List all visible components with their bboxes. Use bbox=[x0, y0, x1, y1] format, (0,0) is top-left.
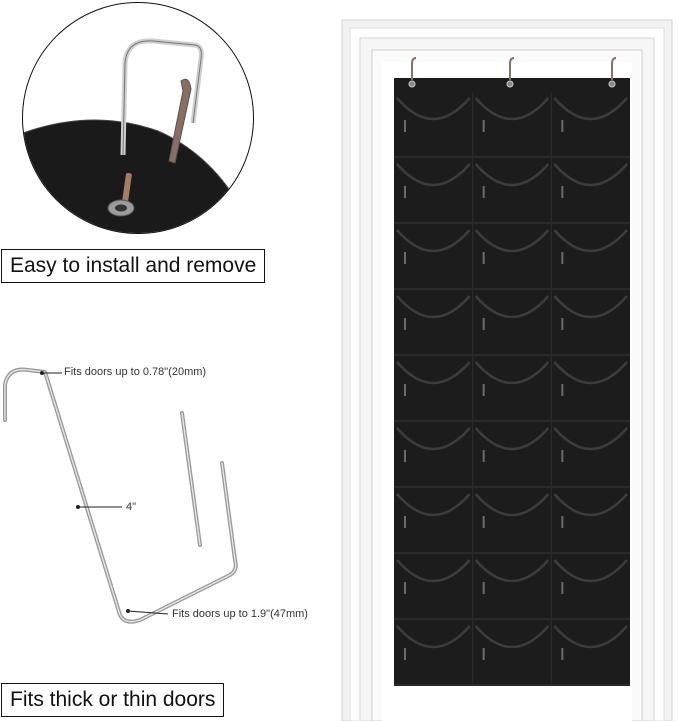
pocket-opening bbox=[474, 427, 550, 451]
caption-easy-install: Easy to install and remove bbox=[1, 249, 266, 283]
hook-closeup-circle bbox=[22, 2, 254, 234]
pocket-sheen bbox=[561, 252, 564, 264]
pocket-sheen bbox=[482, 186, 485, 198]
pocket-opening bbox=[553, 559, 628, 583]
pocket-opening bbox=[553, 427, 628, 451]
hook-diagram bbox=[3, 367, 238, 624]
pocket-sheen bbox=[561, 186, 564, 198]
grommet bbox=[408, 80, 416, 88]
pocket-opening bbox=[474, 295, 550, 319]
pocket-opening bbox=[396, 559, 471, 583]
door-hook bbox=[509, 57, 515, 80]
pocket-sheen bbox=[482, 648, 485, 660]
pocket-sheen bbox=[404, 450, 406, 462]
pocket-opening bbox=[553, 97, 628, 121]
pocket-sheen bbox=[404, 120, 406, 132]
pocket-sheen bbox=[561, 384, 564, 396]
pocket-sheen bbox=[482, 252, 485, 264]
pocket-opening bbox=[396, 493, 471, 517]
door-hook bbox=[611, 57, 617, 80]
pocket-opening bbox=[474, 229, 550, 253]
caption-fits-doors: Fits thick or thin doors bbox=[1, 683, 225, 717]
pocket-sheen bbox=[404, 252, 406, 264]
pocket-sheen bbox=[561, 318, 564, 330]
annotation-thin-door: Fits doors up to 0.78"(20mm) bbox=[64, 366, 207, 378]
pocket-sheen bbox=[404, 318, 406, 330]
door-hook bbox=[411, 57, 417, 80]
pocket-sheen bbox=[561, 516, 564, 528]
pocket-opening bbox=[396, 229, 471, 253]
hook-closeup-illustration bbox=[23, 38, 253, 233]
pocket-sheen bbox=[404, 186, 406, 198]
pocket-opening bbox=[396, 295, 471, 319]
annotation-hook-height: 4" bbox=[126, 501, 137, 513]
shoe-organizer bbox=[394, 78, 630, 686]
pocket-sheen bbox=[482, 582, 485, 594]
pocket-opening bbox=[474, 625, 550, 649]
pocket-opening bbox=[396, 625, 471, 649]
pocket-opening bbox=[553, 625, 628, 649]
pocket-sheen bbox=[561, 450, 564, 462]
pocket-sheen bbox=[404, 384, 406, 396]
annotation-thick-door: Fits doors up to 1.9"(47mm) bbox=[172, 608, 308, 620]
door-organizer-illustration bbox=[341, 19, 673, 721]
pocket-opening bbox=[553, 295, 628, 319]
pocket-sheen bbox=[482, 120, 485, 132]
pocket-sheen bbox=[482, 516, 485, 528]
pocket-sheen bbox=[561, 648, 564, 660]
over-door-hooks bbox=[408, 57, 617, 88]
pocket-opening bbox=[396, 361, 471, 385]
pocket-sheen bbox=[404, 648, 406, 660]
pocket-opening bbox=[474, 97, 550, 121]
grommet bbox=[506, 80, 514, 88]
pocket-opening bbox=[474, 493, 550, 517]
pocket-opening bbox=[553, 493, 628, 517]
pocket-sheen bbox=[404, 516, 406, 528]
pocket-sheen bbox=[482, 450, 485, 462]
pocket-opening bbox=[474, 559, 550, 583]
pocket-opening bbox=[474, 361, 550, 385]
pocket-sheen bbox=[561, 582, 564, 594]
pocket-opening bbox=[553, 361, 628, 385]
pocket-opening bbox=[553, 229, 628, 253]
pocket-sheen bbox=[404, 582, 406, 594]
pocket-opening bbox=[553, 163, 628, 187]
pocket-opening bbox=[396, 427, 471, 451]
pocket-sheen bbox=[482, 384, 485, 396]
pocket-sheen bbox=[561, 120, 564, 132]
pocket-opening bbox=[474, 163, 550, 187]
grommet bbox=[608, 80, 616, 88]
pocket-opening bbox=[396, 163, 471, 187]
pocket-opening bbox=[396, 97, 471, 121]
pocket-sheen bbox=[482, 318, 485, 330]
